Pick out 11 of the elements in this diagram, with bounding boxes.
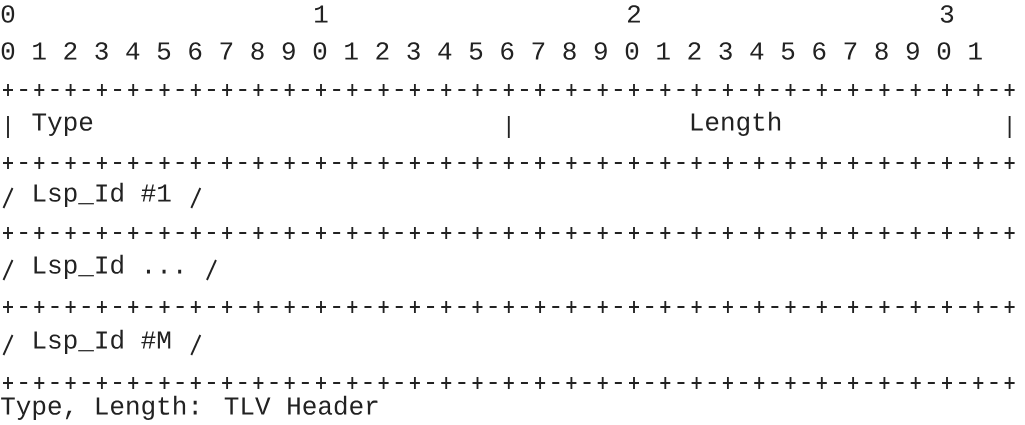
variable-field: Lsp_Id #M — [2, 329, 202, 356]
bit-ruler: 0 1 2 3 4 5 6 7 8 9 0 1 2 3 4 5 6 7 8 9 0 1 2 3 4 5 6 7 8 9 0 1 — [1, 42, 982, 60]
ruler-number: 1 — [315, 5, 328, 23]
field-name: Type — [32, 113, 93, 136]
variable-field: Lsp_Id ... — [2, 254, 217, 281]
field-name: Length — [691, 111, 781, 136]
ruler-number: 3 — [940, 5, 954, 23]
variable-field: Lsp_Id #1 — [2, 182, 202, 209]
ruler-number: 2 — [628, 5, 640, 23]
ruler-number: 0 — [1, 5, 15, 23]
caption: Type, Length: TLV Header — [1, 395, 378, 420]
